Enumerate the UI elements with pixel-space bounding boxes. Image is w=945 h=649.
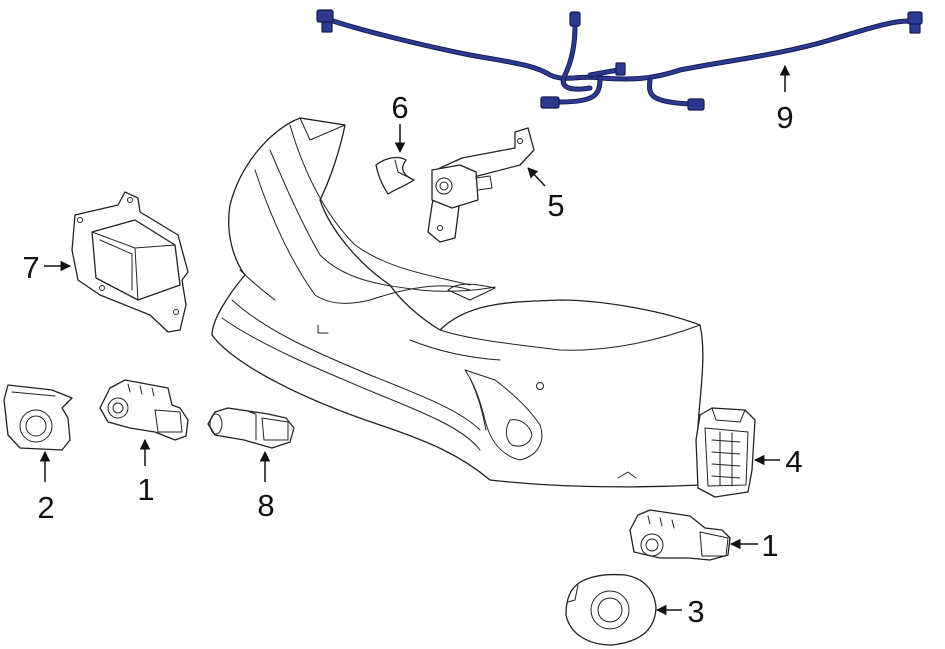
callout-1a: 1 bbox=[137, 472, 154, 507]
callout-2: 2 bbox=[37, 490, 54, 525]
part-5-bracket bbox=[427, 127, 535, 243]
callout-7: 7 bbox=[22, 250, 39, 285]
callout-6: 6 bbox=[391, 90, 408, 125]
wiring-harness bbox=[316, 9, 923, 111]
callout-3: 3 bbox=[687, 594, 704, 629]
part-4-holder bbox=[695, 407, 756, 498]
connector-left-icon bbox=[316, 9, 334, 23]
callout-4: 4 bbox=[785, 444, 802, 479]
part-3-retainer-ring bbox=[565, 573, 657, 646]
callouts: 9 6 5 7 2 1 8 4 1 3 bbox=[22, 64, 803, 629]
connector-lower-right-icon bbox=[687, 98, 705, 111]
part-1-sensor-right bbox=[629, 509, 731, 561]
connector-lower-left-icon bbox=[540, 96, 560, 109]
callout-1b: 1 bbox=[761, 528, 778, 563]
connector-branch-icon bbox=[615, 62, 626, 76]
part-6-clip bbox=[375, 156, 415, 195]
part-1-sensor-left bbox=[99, 379, 189, 441]
connector-top-icon bbox=[569, 11, 581, 27]
connector-left-clip-icon bbox=[321, 21, 333, 33]
callout-5: 5 bbox=[547, 188, 564, 223]
connector-right-clip-icon bbox=[909, 23, 921, 34]
connector-right-icon bbox=[907, 11, 923, 25]
callout-8: 8 bbox=[257, 488, 274, 523]
callout-9: 9 bbox=[776, 100, 793, 135]
part-7-control-module bbox=[71, 191, 189, 333]
part-2-retainer bbox=[3, 384, 73, 451]
front-bumper-cover bbox=[211, 117, 704, 488]
part-8-sensor bbox=[207, 407, 295, 449]
leader-5 bbox=[527, 167, 546, 187]
